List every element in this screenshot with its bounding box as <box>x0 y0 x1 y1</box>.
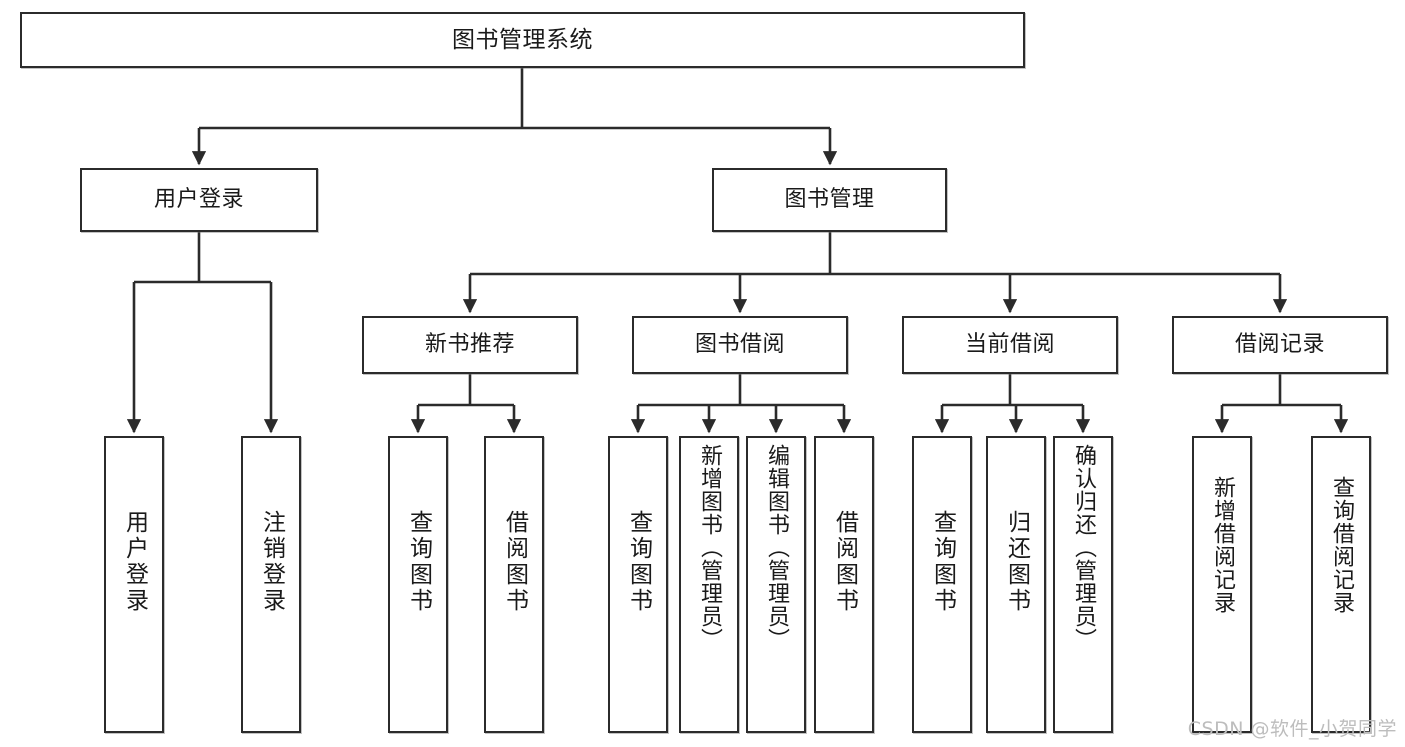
node-current-borrow[interactable]: 当前借阅 <box>902 316 1118 374</box>
node-new-book-recommend[interactable]: 新书推荐 <box>362 316 578 374</box>
node-user-login-label: 用户登录 <box>153 187 244 213</box>
leaf-edit-book-admin-label: 编辑图书（管理员） <box>764 444 789 651</box>
leaf-return-book[interactable]: 归还图书 <box>986 436 1046 733</box>
leaf-logout[interactable]: 注销登录 <box>241 436 301 733</box>
leaf-add-book-admin-label: 新增图书（管理员） <box>697 444 722 651</box>
leaf-user-login[interactable]: 用户登录 <box>104 436 164 733</box>
node-current-borrow-label: 当前借阅 <box>964 332 1055 358</box>
leaf-user-login-label: 用户登录 <box>121 510 148 614</box>
node-borrow-record[interactable]: 借阅记录 <box>1172 316 1388 374</box>
node-new-book-recommend-label: 新书推荐 <box>424 332 515 358</box>
leaf-query-book-recommend-label: 查询图书 <box>405 510 432 614</box>
leaf-borrow-book-recommend-label: 借阅图书 <box>501 510 528 614</box>
leaf-query-borrow-record[interactable]: 查询借阅记录 <box>1311 436 1371 733</box>
leaf-query-book-current-label: 查询图书 <box>929 510 956 614</box>
node-user-login[interactable]: 用户登录 <box>80 168 318 232</box>
leaf-query-book-borrow-label: 查询图书 <box>625 510 652 614</box>
leaf-add-borrow-record-label: 新增借阅记录 <box>1210 476 1235 614</box>
leaf-edit-book-admin[interactable]: 编辑图书（管理员） <box>746 436 806 733</box>
leaf-add-borrow-record[interactable]: 新增借阅记录 <box>1192 436 1252 733</box>
node-book-borrow-label: 图书借阅 <box>694 332 785 358</box>
leaf-logout-label: 注销登录 <box>258 510 285 614</box>
leaf-confirm-return-admin[interactable]: 确认归还（管理员） <box>1053 436 1113 733</box>
leaf-query-book-recommend[interactable]: 查询图书 <box>388 436 448 733</box>
leaf-add-book-admin[interactable]: 新增图书（管理员） <box>679 436 739 733</box>
leaf-query-book-borrow[interactable]: 查询图书 <box>608 436 668 733</box>
leaf-query-borrow-record-label: 查询借阅记录 <box>1329 476 1354 614</box>
leaf-return-book-label: 归还图书 <box>1003 510 1030 614</box>
leaf-confirm-return-admin-label: 确认归还（管理员） <box>1071 444 1096 651</box>
leaf-query-book-current[interactable]: 查询图书 <box>912 436 972 733</box>
node-root[interactable]: 图书管理系统 <box>20 12 1025 68</box>
node-root-label: 图书管理系统 <box>452 26 593 53</box>
leaf-borrow-book[interactable]: 借阅图书 <box>814 436 874 733</box>
leaf-borrow-book-label: 借阅图书 <box>831 510 858 614</box>
node-book-management-label: 图书管理 <box>784 187 875 213</box>
leaf-borrow-book-recommend[interactable]: 借阅图书 <box>484 436 544 733</box>
node-book-management[interactable]: 图书管理 <box>712 168 947 232</box>
node-borrow-record-label: 借阅记录 <box>1234 332 1325 358</box>
node-book-borrow[interactable]: 图书借阅 <box>632 316 848 374</box>
watermark: CSDN @软件_小贺同学 <box>1187 718 1397 740</box>
